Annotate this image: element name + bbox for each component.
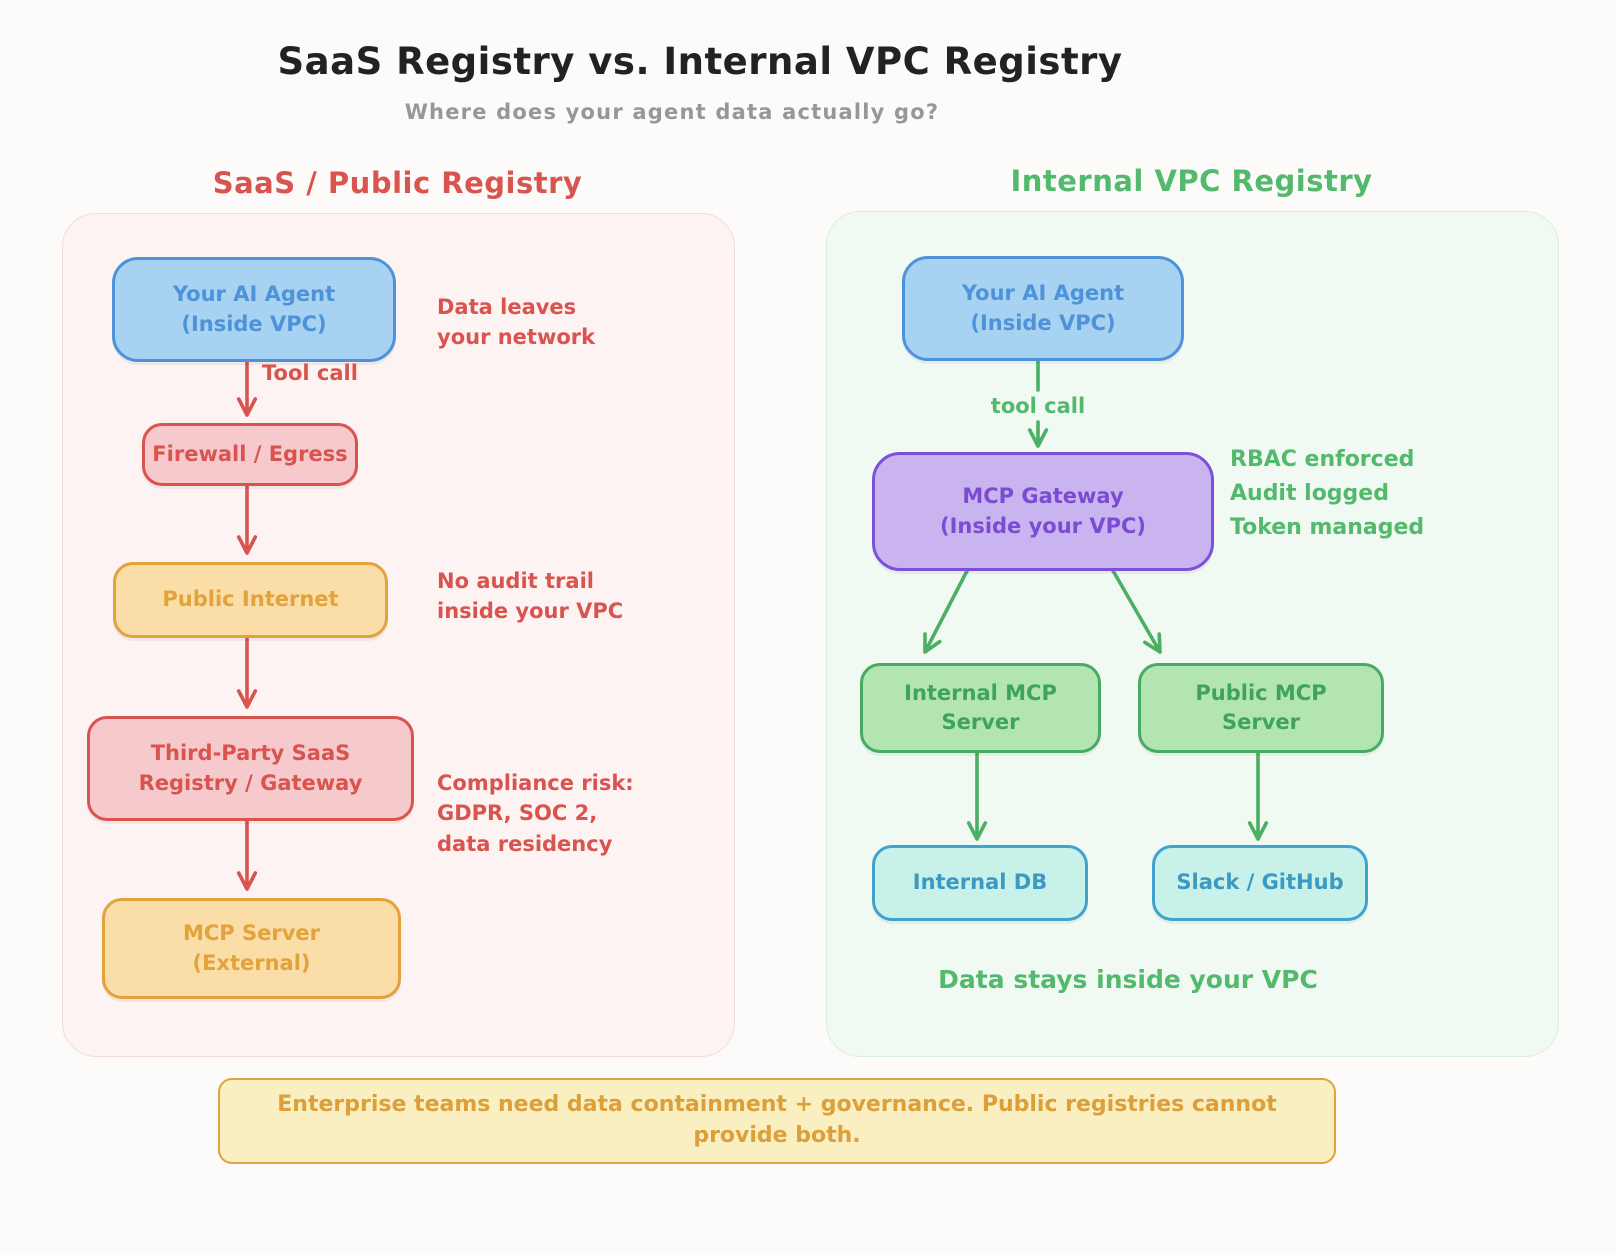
- node-mcp-gateway: MCP Gateway (Inside your VPC): [872, 452, 1214, 571]
- node-third-party-registry: Third-Party SaaS Registry / Gateway: [87, 716, 414, 821]
- saas-panel-heading: SaaS / Public Registry: [212, 166, 583, 200]
- node-public-mcp-server: Public MCP Server: [1138, 663, 1384, 753]
- vpc-panel-heading: Internal VPC Registry: [1010, 164, 1373, 198]
- node-internal-mcp-server: Internal MCP Server: [860, 663, 1101, 753]
- label-tool-call-saas: Tool call: [262, 361, 358, 385]
- summary-banner-text: Enterprise teams need data containment +…: [277, 1092, 1277, 1148]
- page-subtitle: Where does your agent data actually go?: [404, 100, 940, 124]
- annotation-gateway-controls: RBAC enforced Audit logged Token managed: [1230, 447, 1425, 541]
- summary-banner: Enterprise teams need data containment +…: [218, 1078, 1336, 1164]
- annotation-no-audit-trail: No audit trail inside your VPC: [437, 569, 624, 624]
- node-slack-github: Slack / GitHub: [1152, 845, 1368, 921]
- annotation-data-stays: Data stays inside your VPC: [938, 965, 1318, 994]
- node-public-internet: Public Internet: [113, 562, 388, 638]
- page-title: SaaS Registry vs. Internal VPC Registry: [277, 40, 1123, 83]
- annotation-compliance-risk: Compliance risk: GDPR, SOC 2, data resid…: [437, 771, 634, 856]
- label-tool-call-vpc: tool call: [990, 394, 1086, 418]
- node-mcp-server-external: MCP Server (External): [102, 898, 401, 999]
- node-ai-agent-vpc: Your AI Agent (Inside VPC): [902, 256, 1184, 361]
- node-ai-agent-saas: Your AI Agent (Inside VPC): [112, 257, 396, 362]
- annotation-data-leaves: Data leaves your network: [437, 295, 596, 350]
- node-internal-db: Internal DB: [872, 845, 1088, 921]
- node-firewall-egress: Firewall / Egress: [142, 423, 358, 486]
